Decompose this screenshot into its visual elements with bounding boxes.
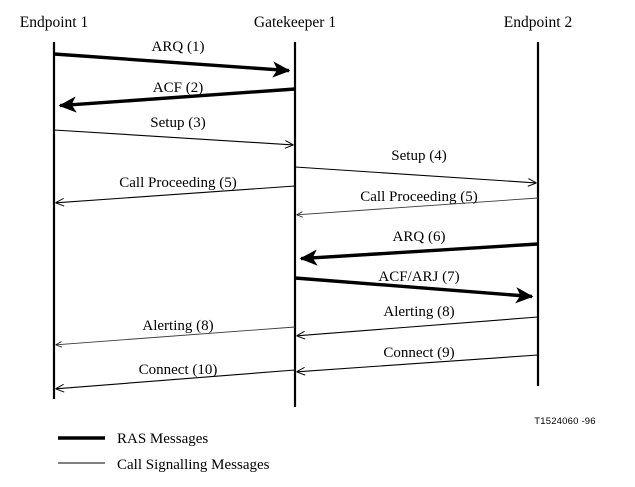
message-arrow-call-proceeding-5-left [56, 185, 296, 203]
message-arrow-alerting-8-right [297, 316, 539, 336]
message-arrow-acf-arj-7 [294, 276, 534, 304]
lifeline-label-endpoint-1: Endpoint 1 [20, 14, 88, 31]
message-arrow-setup-4 [294, 166, 536, 183]
message-label-arq-1: ARQ (1) [152, 39, 205, 55]
lifeline-label-gatekeeper-1: Gatekeeper 1 [254, 14, 336, 31]
message-label-arq-6: ARQ (6) [393, 229, 446, 245]
legend-label-ras: RAS Messages [117, 431, 208, 447]
message-label-connect-10: Connect (10) [139, 362, 218, 378]
legend: RAS Messages Call Signalling Messages [58, 431, 270, 473]
lifeline-headers: Endpoint 1 Gatekeeper 1 Endpoint 2 [20, 14, 572, 31]
message-arrow-arq-1 [53, 52, 291, 78]
lifelines [52, 42, 540, 407]
message-arrows [53, 52, 539, 389]
message-label-setup-3: Setup (3) [150, 115, 205, 131]
message-arrow-alerting-8-left [56, 326, 296, 345]
message-label-acf-arj-7: ACF/ARJ (7) [378, 269, 459, 285]
legend-label-call-signalling: Call Signalling Messages [117, 457, 270, 473]
message-label-alerting-8-right: Alerting (8) [383, 304, 454, 320]
message-labels: ARQ (1) ACF (2) Setup (3) Setup (4) Call… [119, 39, 477, 378]
figure-id-label: T1524060 -96 [534, 416, 596, 427]
message-arrow-connect-10 [56, 369, 296, 389]
message-arrow-acf-2 [58, 87, 296, 113]
message-label-alerting-8-left: Alerting (8) [142, 318, 213, 334]
lifeline-label-endpoint-2: Endpoint 2 [504, 14, 572, 31]
message-label-call-proceeding-5-left: Call Proceeding (5) [119, 175, 236, 191]
message-label-call-proceeding-5-right: Call Proceeding (5) [360, 189, 477, 205]
message-arrow-arq-6 [299, 242, 539, 266]
message-arrow-call-proceeding-5-right [297, 197, 539, 215]
message-label-acf-2: ACF (2) [153, 80, 203, 96]
message-label-connect-9: Connect (9) [383, 345, 454, 361]
message-label-setup-4: Setup (4) [391, 148, 446, 164]
message-arrow-setup-3 [53, 129, 293, 145]
message-arrow-connect-9 [297, 354, 539, 372]
